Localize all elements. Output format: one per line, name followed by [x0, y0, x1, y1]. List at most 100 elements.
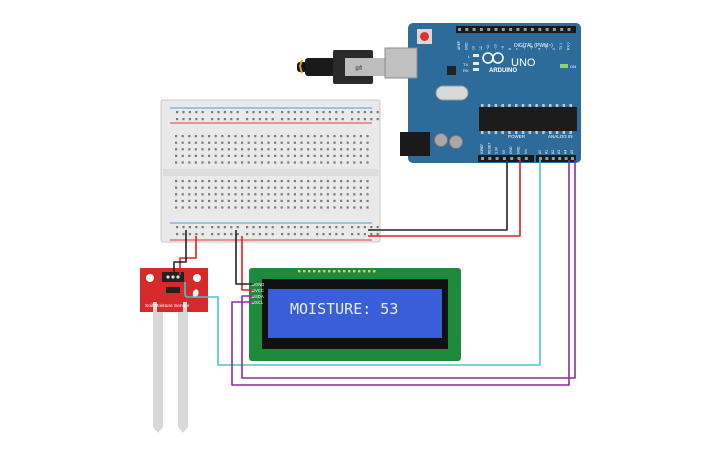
breadboard-hole[interactable]: [326, 199, 329, 202]
breadboard-rail-hole[interactable]: [217, 118, 220, 121]
breadboard-hole[interactable]: [300, 199, 303, 202]
breadboard-rail-hole[interactable]: [300, 226, 303, 229]
breadboard-hole[interactable]: [320, 199, 323, 202]
breadboard-rail-hole[interactable]: [182, 111, 185, 114]
breadboard-hole[interactable]: [307, 154, 310, 157]
bottom-power-rail-holes[interactable]: [176, 226, 379, 236]
breadboard-hole[interactable]: [307, 186, 310, 189]
breadboard-hole[interactable]: [320, 180, 323, 183]
breadboard-rail-hole[interactable]: [195, 111, 198, 114]
breadboard-rail-hole[interactable]: [281, 118, 284, 121]
breadboard-rail-hole[interactable]: [246, 233, 249, 236]
breadboard-hole[interactable]: [234, 154, 237, 157]
breadboard-hole[interactable]: [221, 148, 224, 151]
breadboard-hole[interactable]: [260, 199, 263, 202]
breadboard-rail-hole[interactable]: [357, 226, 360, 229]
breadboard-hole[interactable]: [260, 206, 263, 209]
breadboard-rail-hole[interactable]: [376, 226, 379, 229]
breadboard-hole[interactable]: [340, 148, 343, 151]
header-pin[interactable]: [517, 157, 521, 160]
breadboard-hole[interactable]: [227, 180, 230, 183]
breadboard-hole[interactable]: [320, 135, 323, 138]
breadboard-hole[interactable]: [254, 148, 257, 151]
breadboard-hole[interactable]: [267, 148, 270, 151]
breadboard-rail-hole[interactable]: [341, 111, 344, 114]
breadboard-rail-hole[interactable]: [281, 233, 284, 236]
breadboard-rail-hole[interactable]: [258, 111, 261, 114]
breadboard-hole[interactable]: [340, 206, 343, 209]
breadboard-hole[interactable]: [260, 148, 263, 151]
breadboard-hole[interactable]: [287, 199, 290, 202]
breadboard-rail-hole[interactable]: [351, 118, 354, 121]
breadboard-rail-hole[interactable]: [188, 226, 191, 229]
power-header[interactable]: [478, 155, 534, 162]
top-power-rail-holes[interactable]: [176, 111, 379, 121]
breadboard-hole[interactable]: [241, 161, 244, 164]
breadboard-hole[interactable]: [221, 206, 224, 209]
breadboard-hole[interactable]: [194, 135, 197, 138]
breadboard-rail-hole[interactable]: [293, 226, 296, 229]
breadboard-rail-hole[interactable]: [300, 233, 303, 236]
breadboard-hole[interactable]: [307, 193, 310, 196]
breadboard-hole[interactable]: [260, 193, 263, 196]
breadboard-hole[interactable]: [188, 154, 191, 157]
breadboard-hole[interactable]: [340, 193, 343, 196]
breadboard-hole[interactable]: [307, 148, 310, 151]
breadboard-hole[interactable]: [287, 206, 290, 209]
breadboard-hole[interactable]: [241, 148, 244, 151]
breadboard-hole[interactable]: [333, 161, 336, 164]
breadboard-hole[interactable]: [221, 141, 224, 144]
breadboard-hole[interactable]: [359, 186, 362, 189]
breadboard-hole[interactable]: [333, 148, 336, 151]
header-pin[interactable]: [564, 157, 568, 160]
header-pin[interactable]: [567, 28, 571, 31]
breadboard-hole[interactable]: [188, 199, 191, 202]
breadboard-hole[interactable]: [247, 148, 250, 151]
breadboard-hole[interactable]: [234, 141, 237, 144]
breadboard-rail-hole[interactable]: [271, 226, 274, 229]
breadboard-rail-hole[interactable]: [370, 226, 373, 229]
header-pin[interactable]: [539, 157, 542, 160]
breadboard-hole[interactable]: [307, 161, 310, 164]
breadboard-hole[interactable]: [353, 141, 356, 144]
breadboard-hole[interactable]: [293, 154, 296, 157]
breadboard-hole[interactable]: [247, 180, 250, 183]
breadboard-hole[interactable]: [188, 148, 191, 151]
breadboard-hole[interactable]: [201, 206, 204, 209]
breadboard-hole[interactable]: [293, 180, 296, 183]
header-pin[interactable]: [524, 157, 528, 160]
wire-lcd-vcc[interactable]: [241, 236, 254, 291]
breadboard-rail-hole[interactable]: [211, 233, 214, 236]
breadboard-hole[interactable]: [313, 135, 316, 138]
breadboard-hole[interactable]: [241, 186, 244, 189]
breadboard-hole[interactable]: [353, 186, 356, 189]
wire-sensor-signal-to-a0[interactable]: [184, 160, 541, 366]
breadboard-rail-hole[interactable]: [188, 118, 191, 121]
breadboard-hole[interactable]: [227, 161, 230, 164]
breadboard-hole[interactable]: [208, 161, 211, 164]
breadboard-hole[interactable]: [293, 148, 296, 151]
breadboard-hole[interactable]: [247, 206, 250, 209]
breadboard-hole[interactable]: [326, 180, 329, 183]
breadboard-hole[interactable]: [267, 206, 270, 209]
breadboard-rail-hole[interactable]: [322, 233, 325, 236]
breadboard-hole[interactable]: [227, 148, 230, 151]
breadboard-hole[interactable]: [267, 161, 270, 164]
breadboard-rail-hole[interactable]: [376, 111, 379, 114]
breadboard-rail-hole[interactable]: [328, 118, 331, 121]
breadboard-rail-hole[interactable]: [211, 111, 214, 114]
breadboard-hole[interactable]: [274, 193, 277, 196]
breadboard-hole[interactable]: [313, 154, 316, 157]
breadboard-hole[interactable]: [208, 206, 211, 209]
breadboard-hole[interactable]: [287, 141, 290, 144]
breadboard-hole[interactable]: [287, 193, 290, 196]
top-terminal-strip[interactable]: [175, 135, 369, 164]
breadboard-rail-hole[interactable]: [351, 226, 354, 229]
analog-header[interactable]: [536, 155, 576, 162]
breadboard-hole[interactable]: [227, 186, 230, 189]
breadboard-rail-hole[interactable]: [306, 118, 309, 121]
breadboard-hole[interactable]: [287, 154, 290, 157]
breadboard-hole[interactable]: [227, 206, 230, 209]
